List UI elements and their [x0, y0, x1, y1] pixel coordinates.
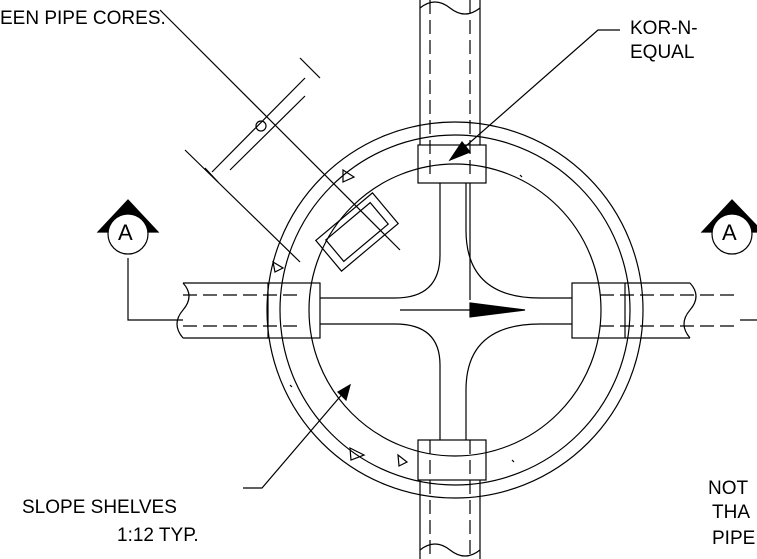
top-pipe — [417, 0, 487, 184]
right-pipe — [571, 282, 740, 339]
core-opening — [314, 192, 400, 272]
top-right-note-line2: EQUAL — [630, 42, 695, 63]
channel-lines — [320, 183, 572, 440]
section-marker-right-label: A — [722, 220, 737, 245]
flow-arrowhead — [469, 302, 526, 318]
concrete-hatch — [272, 168, 523, 467]
top-right-note-line1: KOR-N- — [630, 18, 698, 39]
manhole-middle-ring — [279, 134, 631, 486]
section-marker-left-label: A — [118, 220, 133, 245]
slope-shelves-label: SLOPE SHELVES — [22, 497, 177, 518]
dimension-line — [159, 9, 401, 263]
slope-shelves-leader — [243, 384, 351, 489]
bottom-pipe — [417, 439, 487, 559]
section-marker-right — [700, 199, 757, 255]
section-left-leader — [127, 258, 183, 321]
kor-n-seal-leader — [449, 29, 620, 161]
manhole-outer-ring — [266, 121, 644, 499]
left-pipe — [176, 282, 321, 339]
slope-shelves-arrowhead — [337, 383, 351, 402]
manhole-inner-ring — [308, 163, 602, 457]
note-line2: THA — [712, 502, 750, 523]
top-left-note: EEN PIPE CORES. — [0, 8, 166, 29]
kor-n-seal-arrowhead — [448, 140, 471, 162]
note-line3: PIPE — [712, 528, 756, 549]
slope-ratio-label: 1:12 TYP. — [117, 525, 199, 546]
note-line1: NOT — [708, 478, 749, 499]
section-marker-left — [96, 199, 160, 255]
